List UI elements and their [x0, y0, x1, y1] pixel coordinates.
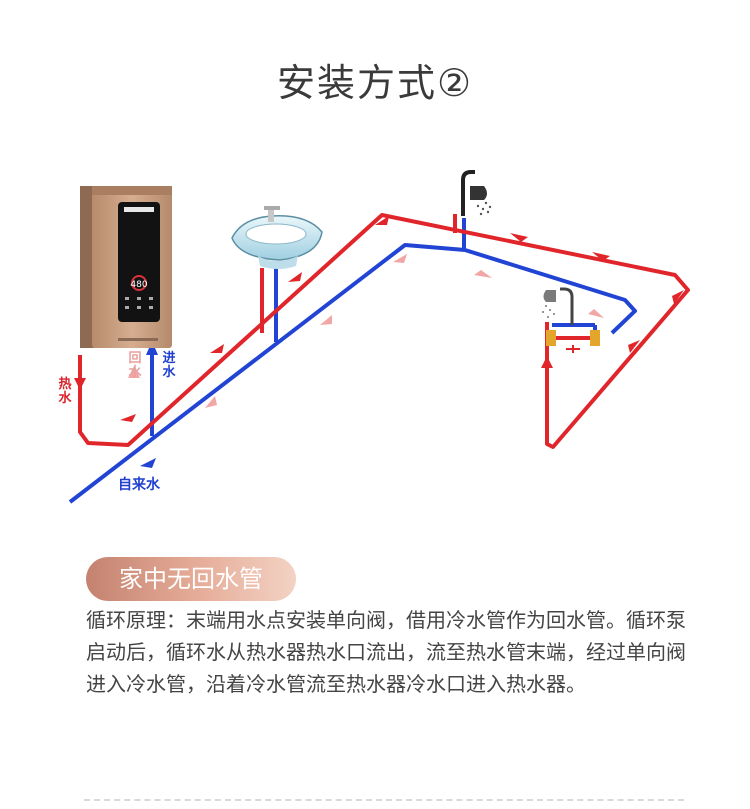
heater-control-panel — [118, 202, 160, 322]
footer-divider — [84, 799, 684, 801]
hot-flow-arrows — [74, 216, 684, 422]
return-flow-arrow — [474, 270, 492, 278]
return-flow-arrows — [128, 254, 604, 408]
wash-basin-icon — [231, 206, 323, 269]
hot-flow-arrow — [288, 272, 302, 282]
hot-water-pipe — [78, 213, 690, 449]
hot-flow-arrow — [375, 216, 389, 225]
return-flow-arrow — [205, 396, 217, 408]
section-badge: 家中无回水管 — [86, 557, 296, 601]
hot-flow-arrow — [628, 340, 640, 353]
check-valve-assembly — [546, 323, 600, 353]
return-water-label: 回水 — [128, 351, 142, 380]
heater-display-value: 480 — [130, 280, 147, 290]
water-heater: 480 — [80, 186, 172, 348]
return-flow-arrow — [320, 315, 332, 325]
return-flow-arrow — [393, 254, 407, 263]
cold-flow-arrow — [140, 458, 156, 468]
hot-flow-arrow — [592, 252, 610, 261]
hot-flow-arrow — [210, 344, 224, 353]
hot-flow-arrow — [510, 233, 528, 242]
cold-flow-arrows — [140, 341, 158, 468]
shower-head-icon — [542, 287, 574, 325]
page-title: 安装方式② — [276, 61, 474, 105]
inlet-water-label: 进水 — [162, 351, 176, 380]
shower-head-icon — [461, 170, 492, 216]
heater-display-ring — [131, 275, 147, 291]
hot-flow-arrow — [74, 378, 86, 390]
tap-water-label: 自来水 — [118, 477, 160, 493]
return-flow-arrow — [588, 309, 604, 318]
return-flow-arrow — [128, 366, 140, 378]
pipe-diagram: 480 — [68, 170, 690, 504]
circulation-description: 循环原理：末端用水点安装单向阀，借用冷水管作为回水管。循环泵启动后，循环水从热水… — [86, 608, 686, 696]
hot-water-label: 热水 — [58, 377, 72, 406]
hot-flow-arrow — [672, 290, 684, 304]
hot-flow-arrow — [120, 414, 136, 422]
hot-flow-arrow — [541, 356, 553, 368]
